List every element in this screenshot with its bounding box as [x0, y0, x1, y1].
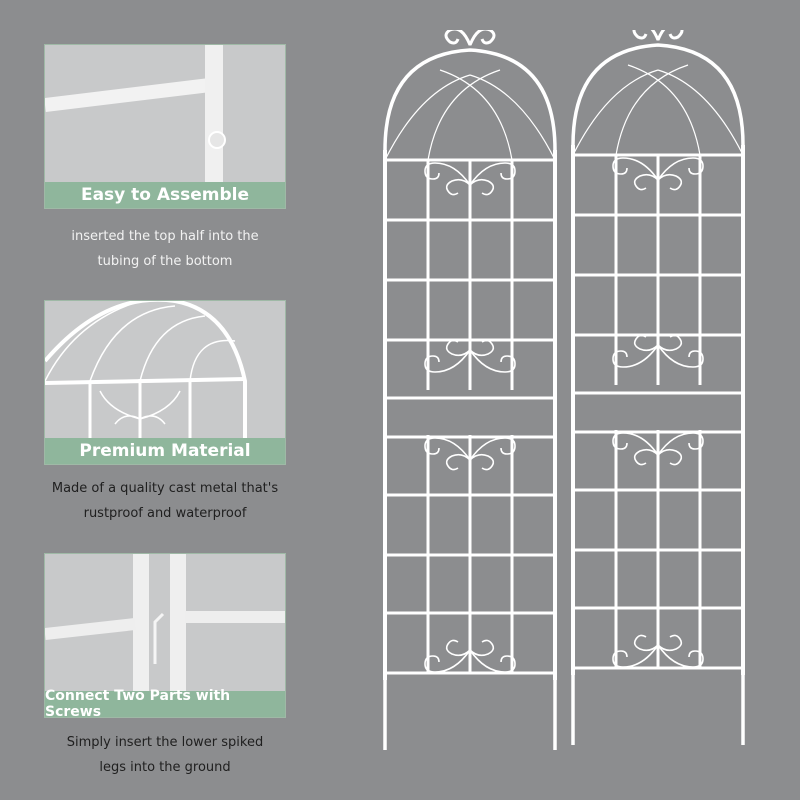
feature-title: Premium Material — [45, 438, 285, 464]
arch-detail-illustration — [45, 301, 247, 441]
caption-line: tubing of the bottom — [97, 254, 233, 269]
trellis-panel-right — [571, 30, 745, 747]
caption-line: Simply insert the lower spiked — [66, 735, 264, 750]
feature-title: Easy to Assemble — [45, 182, 285, 208]
caption-line: inserted the top half into the — [71, 229, 259, 244]
feature-image-material: Premium Material — [44, 300, 286, 465]
feature-image-screws: Connect Two Parts with Screws — [44, 553, 286, 718]
feature-title: Connect Two Parts with Screws — [45, 688, 285, 717]
caption-line: rustproof and waterproof — [83, 506, 247, 521]
trellis-product-image — [383, 30, 745, 752]
trellis-panel-left — [383, 30, 557, 752]
feature-caption: Simply insert the lower spiked legs into… — [40, 730, 290, 780]
caption-line: Made of a quality cast metal that's — [51, 481, 279, 496]
feature-caption: inserted the top half into the tubing of… — [40, 224, 290, 274]
feature-caption: Made of a quality cast metal that's rust… — [40, 476, 290, 526]
feature-image-assemble: Easy to Assemble — [44, 44, 286, 209]
tube-joint-illustration — [45, 45, 226, 190]
caption-line: legs into the ground — [99, 760, 231, 775]
screw-joint-illustration — [45, 554, 285, 704]
